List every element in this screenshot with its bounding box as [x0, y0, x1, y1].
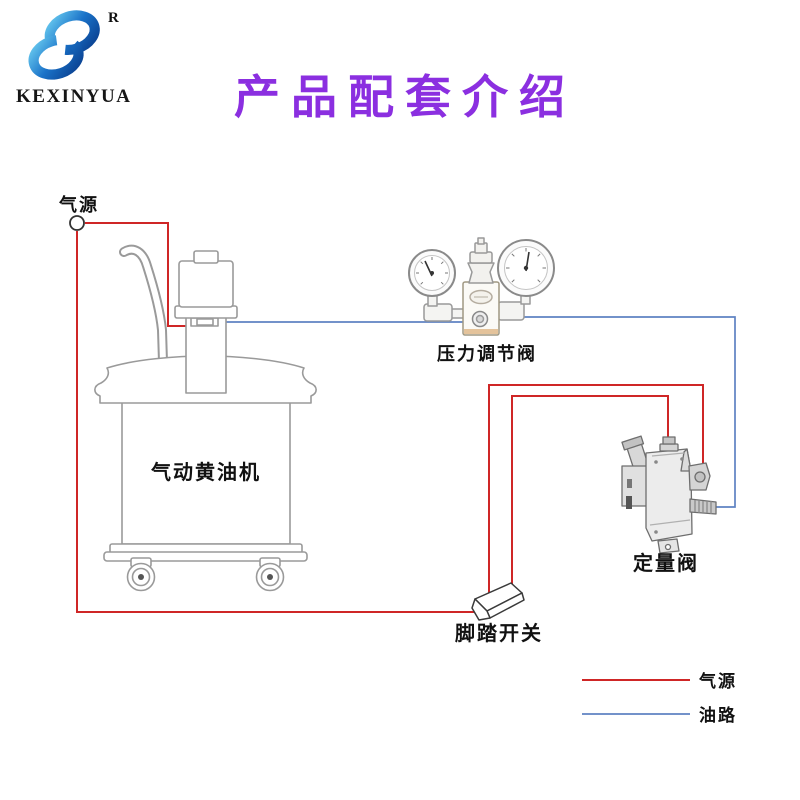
pump-motor — [178, 260, 234, 308]
right-elbow-fitting — [497, 301, 525, 321]
pressure-gauge-right — [497, 239, 555, 297]
brand-name: KEXINYUA — [16, 86, 132, 107]
left-elbow-fitting — [423, 303, 453, 322]
foot-switch-label: 脚踏开关 — [455, 621, 543, 645]
page-title: 产品配套介绍 — [234, 71, 576, 123]
metering-valve-drawing — [621, 435, 717, 554]
registered-trademark-mark: R — [108, 10, 119, 26]
machine-handle — [119, 244, 168, 367]
air-source-label: 气源 — [58, 194, 99, 215]
pressure-valve-label: 压力调节阀 — [437, 343, 537, 364]
foot-switch-drawing — [471, 582, 525, 621]
legend-air-label: 气源 — [698, 671, 737, 691]
legend-oil-label: 油路 — [699, 705, 737, 725]
oil-line-pressure-valve-to-metering-valve — [498, 316, 736, 508]
grease-machine-label: 气动黄油机 — [150, 460, 261, 484]
kexinyua-swirl-icon — [28, 10, 100, 80]
brand-logo: R KEXINYUA — [10, 4, 150, 114]
caster-left — [126, 557, 156, 592]
air-line-foot-switch-to-metering-valve-top — [511, 395, 669, 590]
pump-cap — [193, 250, 219, 264]
caster-right — [255, 557, 285, 592]
grease-machine-drawing — [94, 244, 317, 592]
drum-base-lower — [103, 551, 308, 562]
pressure-gauge-left — [408, 249, 456, 297]
air-line-source-to-pump — [85, 222, 190, 327]
air-line-source-to-foot-switch — [76, 231, 476, 613]
air-line-foot-switch-to-metering-valve-side — [488, 384, 704, 599]
pressure-valve-drawing — [408, 237, 555, 336]
pump-assembly — [174, 250, 238, 394]
air-source-connector — [69, 215, 85, 231]
pressure-valve-body — [462, 237, 500, 336]
metering-valve-label: 定量阀 — [633, 551, 699, 575]
